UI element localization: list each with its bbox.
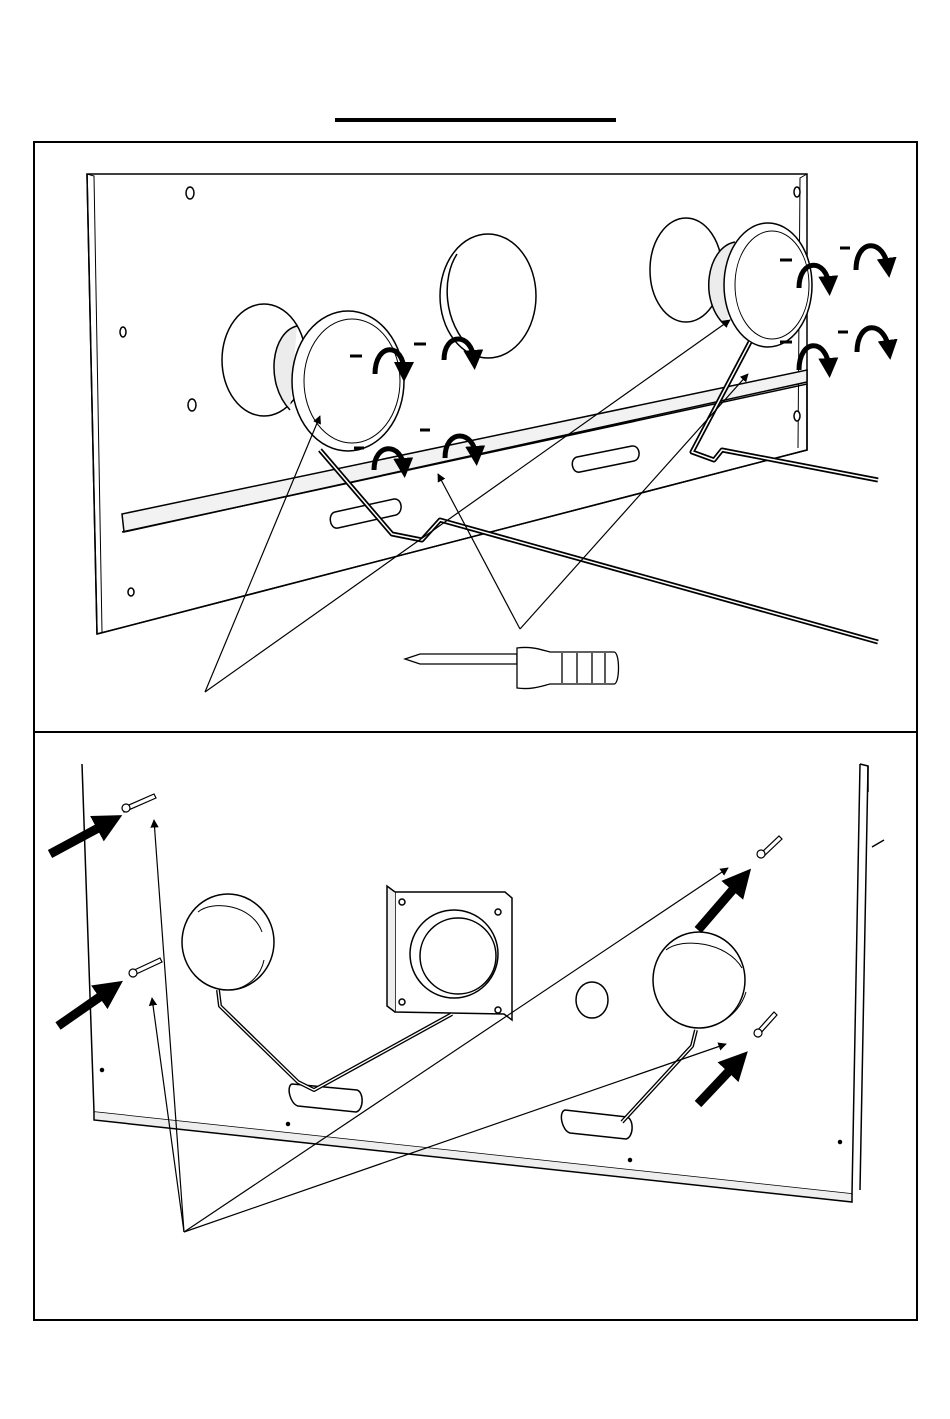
step-2-panel	[33, 731, 918, 1321]
square-venturi-plate	[387, 886, 512, 1020]
step-2-illustration	[35, 733, 916, 1319]
step-1-illustration	[35, 143, 916, 731]
right-burner	[653, 932, 746, 1028]
heading-rule	[335, 118, 616, 122]
screwdriver-icon	[405, 647, 619, 688]
step-1-panel	[33, 141, 918, 733]
left-burner	[182, 894, 274, 990]
